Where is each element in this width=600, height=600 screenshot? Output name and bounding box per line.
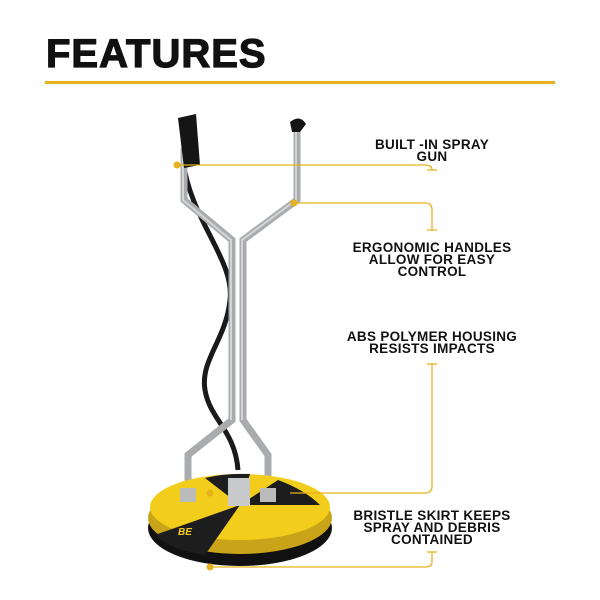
- feature-text: BRISTLE SKIRT KEEPS: [353, 508, 511, 523]
- svg-text:BE: BE: [178, 527, 192, 538]
- feature-text: ERGONOMIC HANDLES: [352, 240, 512, 255]
- spray-gun-grip: [178, 114, 200, 168]
- feature-text: ABS POLYMER HOUSING: [346, 329, 518, 344]
- feature-spray-gun: BUILT -IN SPRAY GUN: [302, 137, 562, 164]
- feature-text: GUN: [416, 149, 448, 164]
- feature-housing: ABS POLYMER HOUSING RESISTS IMPACTS: [302, 329, 562, 356]
- housing: BE: [148, 473, 332, 566]
- feature-text: ALLOW FOR EASY: [368, 252, 496, 267]
- feature-handles: ERGONOMIC HANDLES ALLOW FOR EASY CONTROL: [302, 240, 562, 279]
- feature-text: RESISTS IMPACTS: [369, 341, 495, 356]
- title-underline: [45, 81, 555, 84]
- feature-text: BUILT -IN SPRAY: [374, 137, 489, 152]
- feature-text: SPRAY AND DEBRIS: [363, 520, 501, 535]
- feature-bristle-skirt: BRISTLE SKIRT KEEPS SPRAY AND DEBRIS CON…: [302, 508, 562, 547]
- feature-text: CONTROL: [397, 264, 467, 279]
- handle-frame: [180, 126, 301, 499]
- hose: [180, 159, 241, 471]
- feature-text: CONTAINED: [391, 532, 473, 547]
- page-title: FEATURES: [45, 31, 267, 76]
- leader-lines: [178, 164, 437, 568]
- leader-dots: [173, 161, 298, 571]
